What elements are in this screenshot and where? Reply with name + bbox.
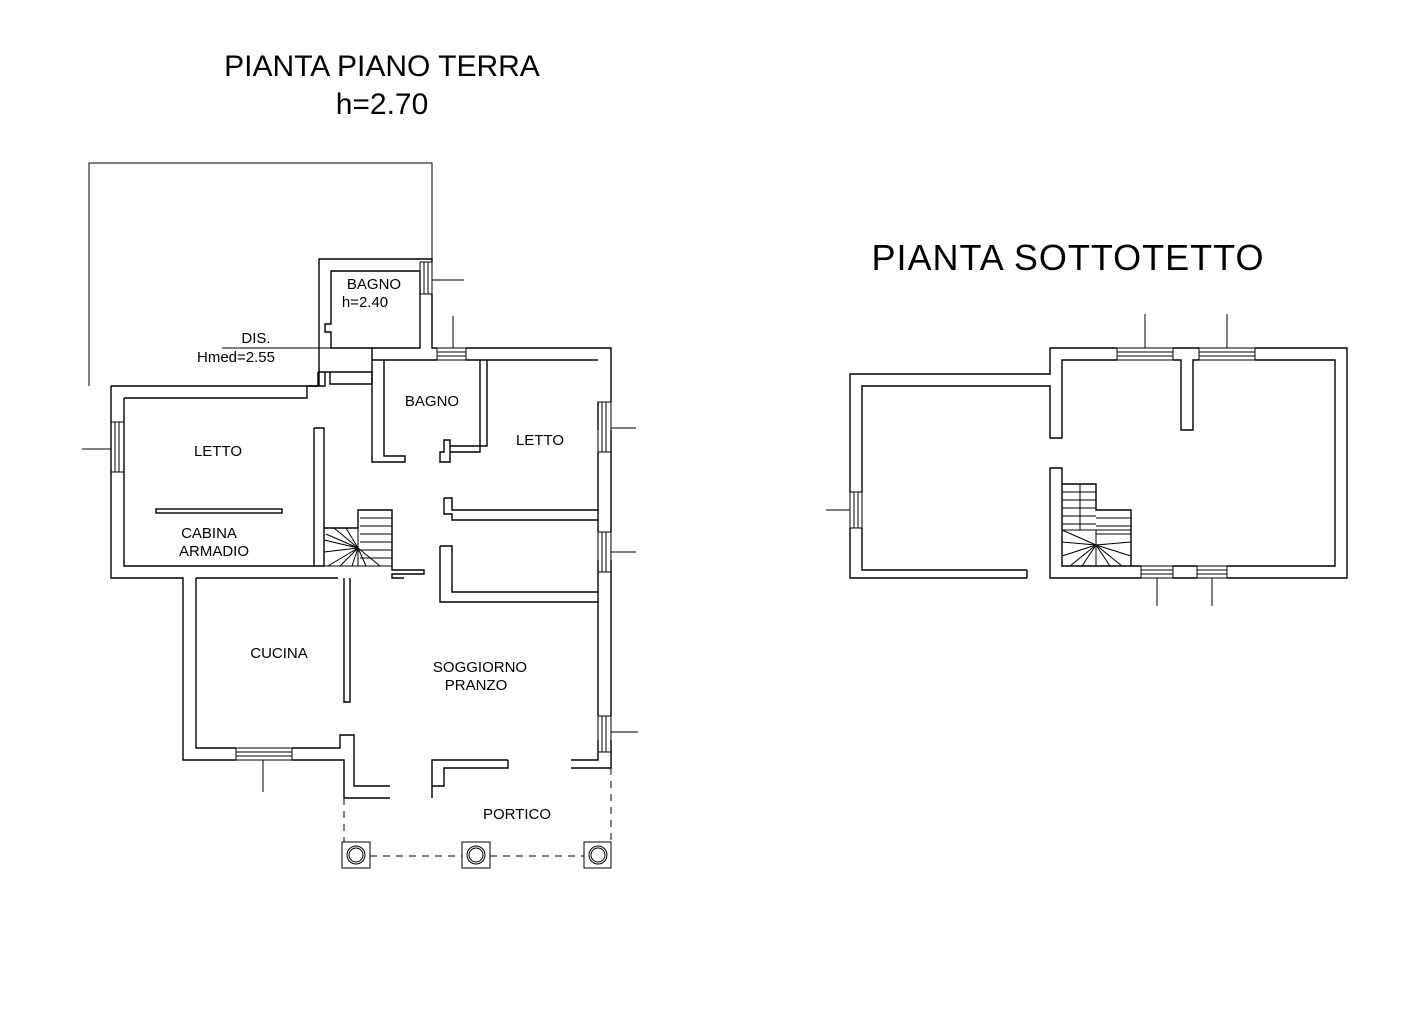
portico xyxy=(341,768,612,869)
outer-wall-right xyxy=(571,740,612,769)
letto-bottom-inner xyxy=(443,498,598,521)
ground-floor-plan: BAGNO h=2.40 DIS. Hmed=2.55 LETTO BAGNO … xyxy=(82,162,638,869)
label-soggiorno: SOGGIORNO xyxy=(433,659,527,676)
bagno-small-outer xyxy=(111,258,433,387)
label-bagno-small-height: h=2.40 xyxy=(342,294,388,311)
label-bagno: BAGNO xyxy=(405,393,459,410)
label-bagno-small: BAGNO xyxy=(347,276,401,293)
label-cabina: CABINA xyxy=(181,525,237,542)
wardrobe-line xyxy=(155,508,283,514)
stairs-attic xyxy=(1061,483,1132,567)
inner-right-bottom xyxy=(571,740,599,761)
bagno-right xyxy=(439,360,488,463)
outer-wall-top-left xyxy=(431,294,437,349)
terrace-outline xyxy=(88,162,433,386)
label-pranzo: PRANZO xyxy=(445,677,508,694)
outer-wall-bottom xyxy=(292,759,390,799)
closet-walls-inner xyxy=(439,546,598,603)
letto-partition xyxy=(313,427,325,567)
label-cucina: CUCINA xyxy=(250,645,308,662)
attic-left-room-outer-top xyxy=(849,347,1117,492)
letto-bottom xyxy=(444,497,598,511)
attic-title: PIANTA SOTTOTETTO xyxy=(871,237,1264,278)
inner-wall-left-b xyxy=(124,385,318,399)
attic-top-mid xyxy=(1173,359,1199,431)
attic-bottom-left xyxy=(1049,467,1141,579)
label-portico: PORTICO xyxy=(483,806,551,823)
outer-wall-top-right xyxy=(466,347,612,402)
attic-left-inner-top xyxy=(861,359,1117,492)
closet-walls xyxy=(440,545,598,593)
outer-wall xyxy=(110,386,236,761)
kitchen-partition xyxy=(343,578,351,703)
attic-left-inner xyxy=(861,528,1027,571)
label-dis-height: Hmed=2.55 xyxy=(197,349,275,366)
ground-floor-height: h=2.70 xyxy=(336,88,429,121)
dis-notch xyxy=(317,372,326,387)
label-letto-left: LETTO xyxy=(194,443,242,460)
label-dis: DIS. xyxy=(241,330,270,347)
dis-wall xyxy=(318,371,373,385)
stairs-ground xyxy=(323,509,425,579)
bagno-small-inner xyxy=(324,270,420,349)
label-armadio: ARMADIO xyxy=(179,543,249,560)
windows-attic xyxy=(826,314,1256,606)
windows-ground xyxy=(82,261,638,792)
ground-floor-title: PIANTA PIANO TERRA xyxy=(224,50,540,83)
attic-left-room-outer xyxy=(849,528,1027,579)
bagno-walls xyxy=(371,360,406,463)
inner-kitchen xyxy=(195,578,236,749)
inner-porch xyxy=(432,760,509,787)
label-letto-right: LETTO xyxy=(516,432,564,449)
attic-right-outer xyxy=(1227,347,1348,579)
inner-living-bottom xyxy=(292,734,390,787)
attic-right-inner xyxy=(1227,359,1336,567)
attic-plan xyxy=(826,314,1348,606)
